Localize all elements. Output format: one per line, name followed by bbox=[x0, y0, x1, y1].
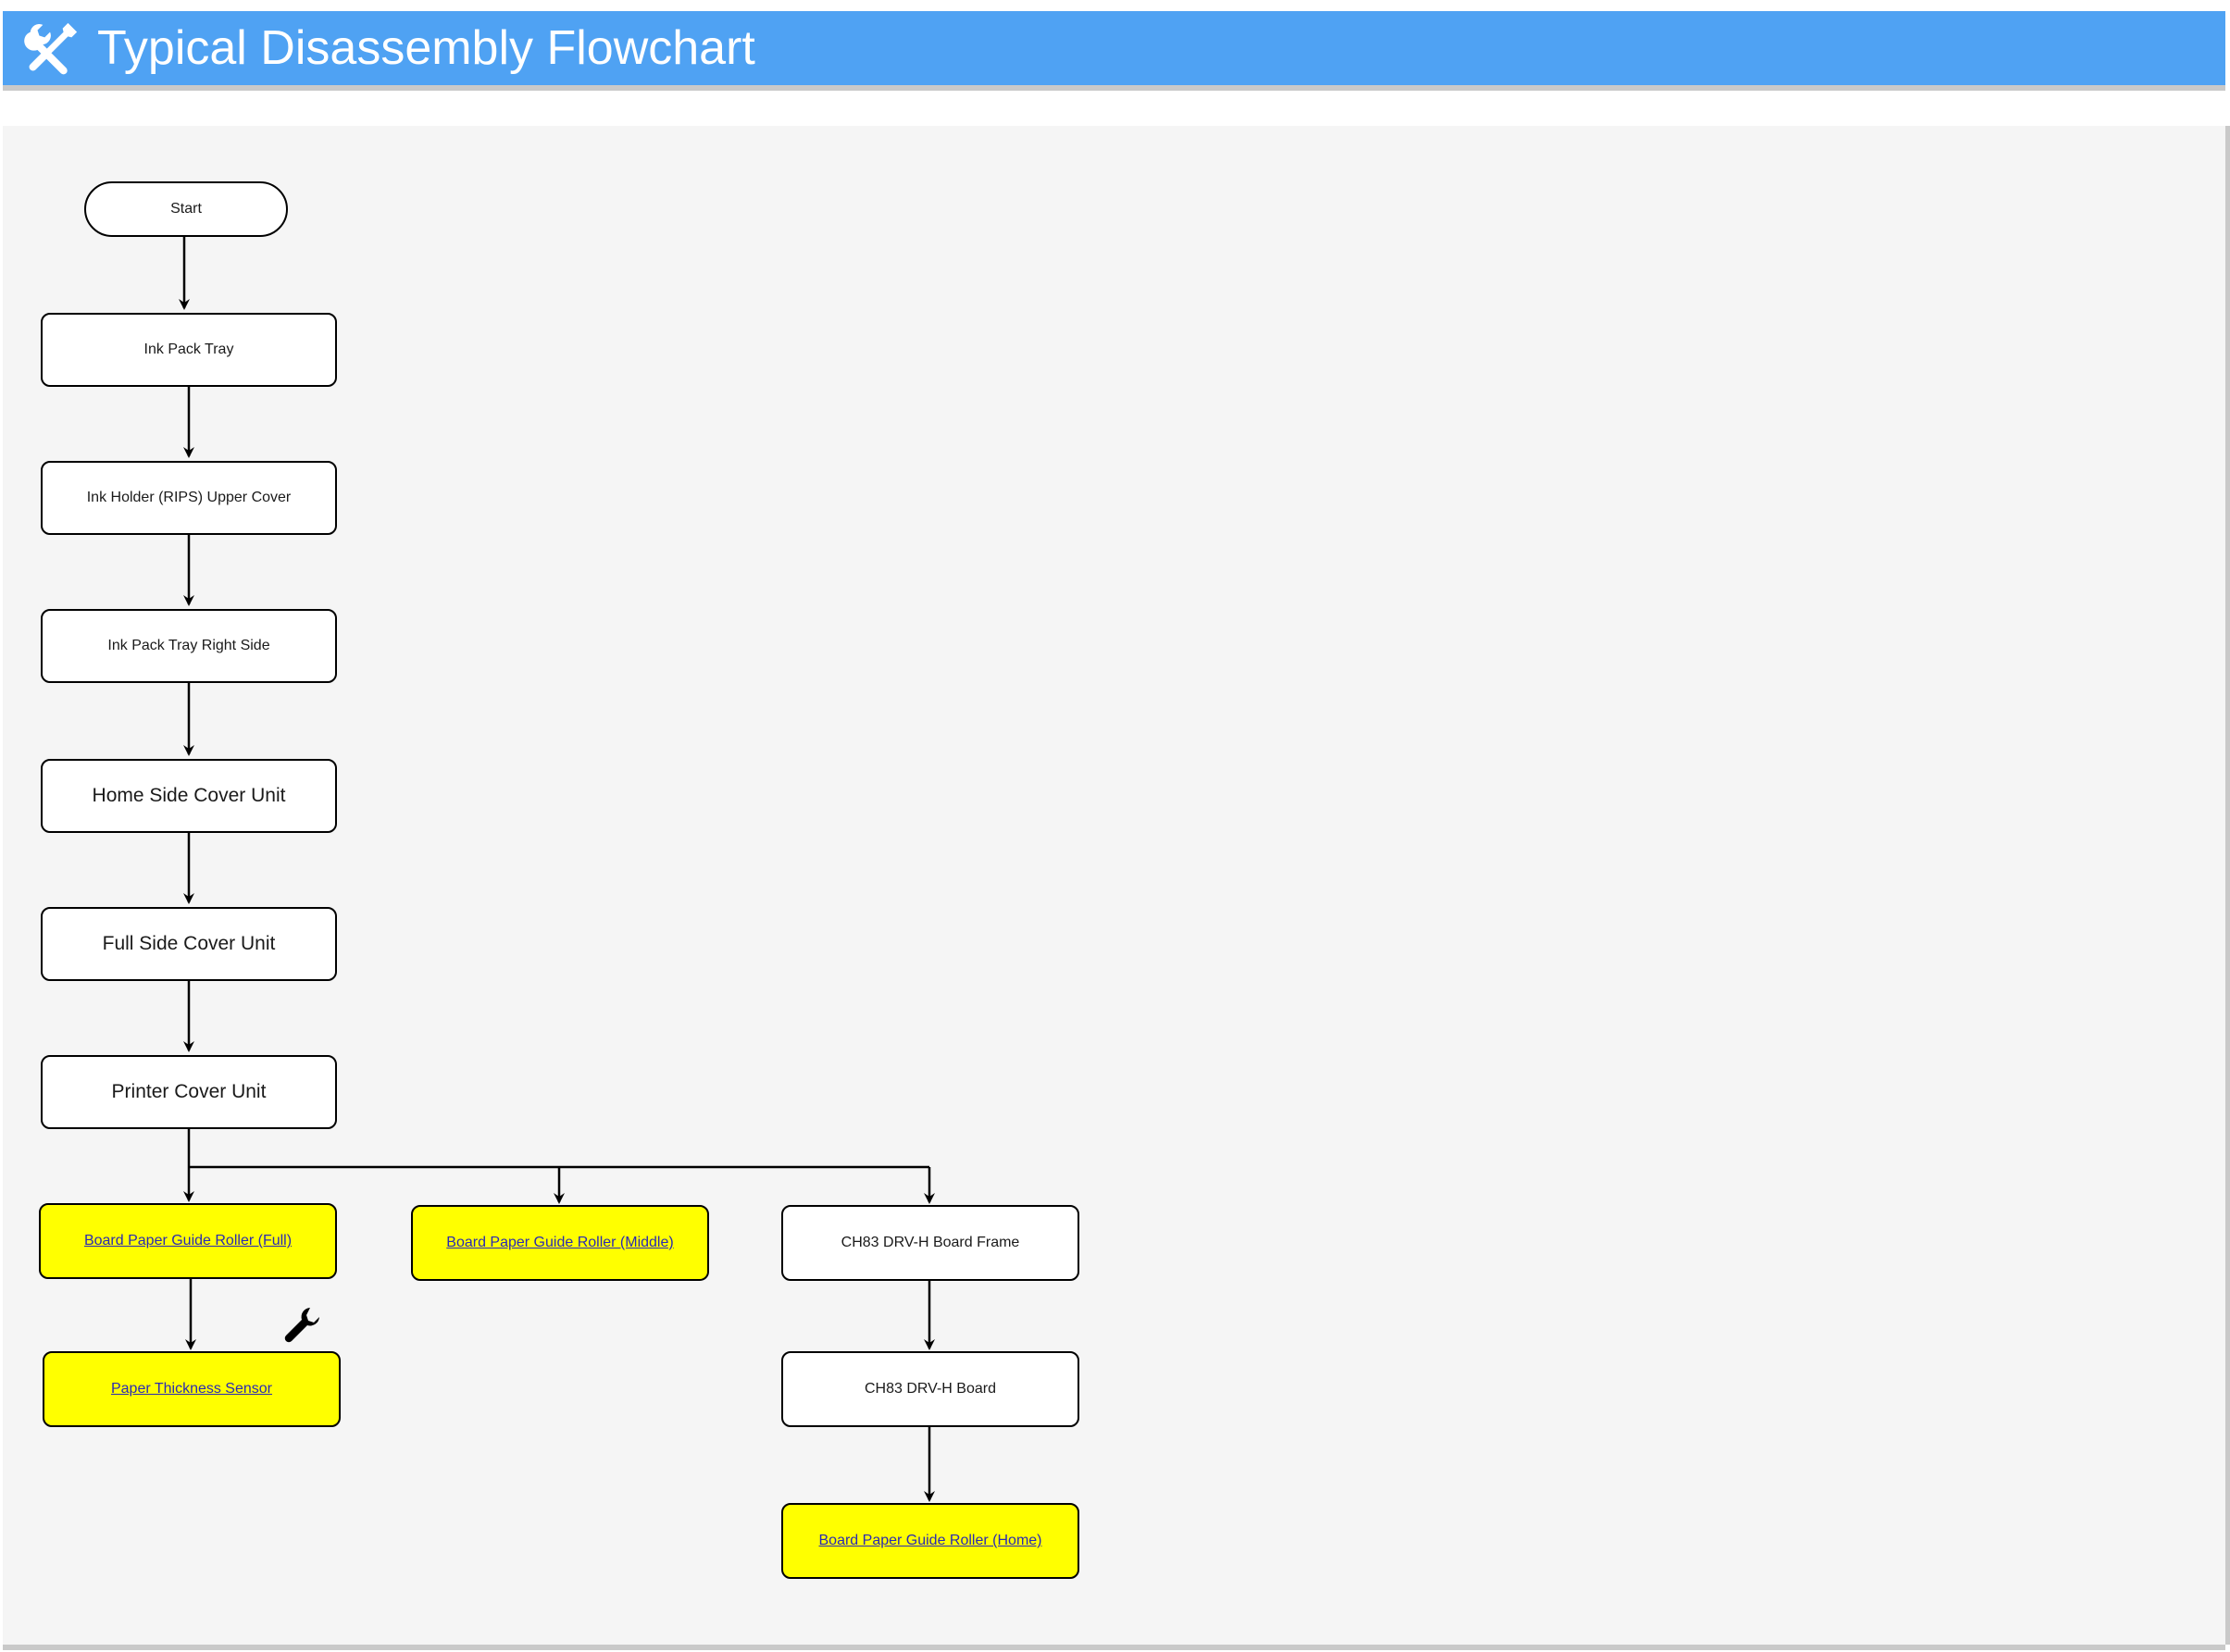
node-board-paper-guide-roller-full[interactable]: Board Paper Guide Roller (Full) bbox=[39, 1203, 337, 1279]
page-header: Typical Disassembly Flowchart bbox=[3, 11, 2225, 85]
link-board-paper-guide-roller-home[interactable]: Board Paper Guide Roller (Home) bbox=[818, 1533, 1042, 1548]
link-paper-thickness-sensor[interactable]: Paper Thickness Sensor bbox=[110, 1381, 272, 1397]
connector-lines bbox=[179, 237, 935, 1502]
node-start: Start bbox=[84, 181, 288, 237]
node-home-side-cover-unit: Home Side Cover Unit bbox=[41, 759, 337, 833]
flowchart-canvas: Start Ink Pack Tray Ink Holder (RIPS) Up… bbox=[3, 126, 2225, 1645]
node-printer-cover-unit: Printer Cover Unit bbox=[41, 1055, 337, 1129]
node-paper-thickness-sensor[interactable]: Paper Thickness Sensor bbox=[43, 1351, 341, 1427]
page-title: Typical Disassembly Flowchart bbox=[97, 21, 755, 75]
node-ink-pack-tray: Ink Pack Tray bbox=[41, 313, 337, 387]
node-board-paper-guide-roller-home[interactable]: Board Paper Guide Roller (Home) bbox=[781, 1503, 1079, 1579]
node-board-paper-guide-roller-middle[interactable]: Board Paper Guide Roller (Middle) bbox=[411, 1205, 709, 1281]
node-ink-pack-tray-right-side: Ink Pack Tray Right Side bbox=[41, 609, 337, 683]
node-ch83-drv-h-board: CH83 DRV-H Board bbox=[781, 1351, 1079, 1427]
node-full-side-cover-unit: Full Side Cover Unit bbox=[41, 907, 337, 981]
tools-icon bbox=[21, 18, 82, 79]
link-board-paper-guide-roller-full[interactable]: Board Paper Guide Roller (Full) bbox=[83, 1233, 293, 1248]
wrench-icon bbox=[282, 1306, 323, 1347]
node-ink-holder-upper-cover: Ink Holder (RIPS) Upper Cover bbox=[41, 461, 337, 535]
node-ch83-drv-h-board-frame: CH83 DRV-H Board Frame bbox=[781, 1205, 1079, 1281]
link-board-paper-guide-roller-middle[interactable]: Board Paper Guide Roller (Middle) bbox=[446, 1235, 674, 1250]
